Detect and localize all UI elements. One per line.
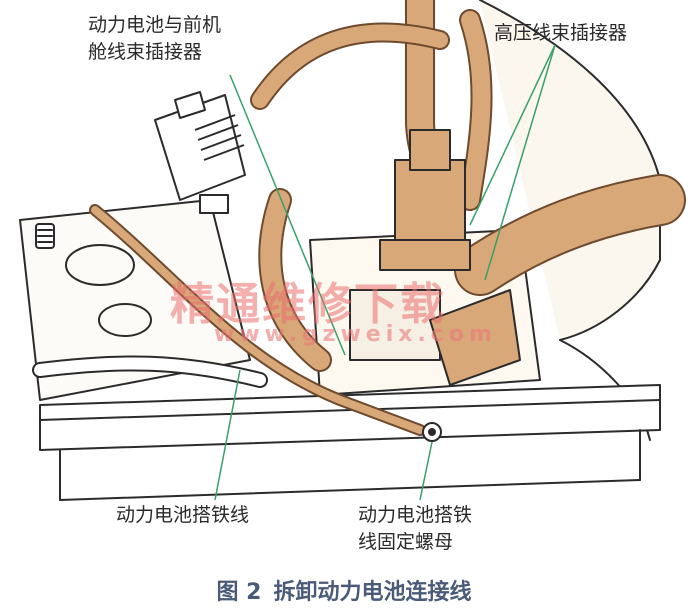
hv-harness-connector: [379, 129, 471, 271]
cabin-harness-connector: [154, 91, 246, 214]
figure-title: 拆卸动力电池连接线: [273, 580, 472, 605]
cable-upper-arc: [250, 22, 450, 110]
label-cabin-connector-line1: 动力电池与前机: [88, 14, 222, 36]
chassis-outline: [479, 0, 661, 341]
figure-caption: 图 2 拆卸动力电池连接线: [0, 574, 688, 606]
ground-nut: [422, 422, 442, 442]
label-cabin-connector: 动力电池与前机 舱线束插接器: [88, 12, 221, 66]
leader-ground-wire: [214, 369, 241, 501]
leader-hv-connector-2: [484, 44, 556, 281]
cable-right-large: [454, 174, 686, 296]
figure-number: 图 2: [216, 580, 262, 605]
plate-hole-lower: [98, 303, 152, 337]
frame-rail: [39, 384, 661, 451]
leader-ground-nut: [419, 441, 433, 501]
label-ground-nut-line2: 线固定螺母: [358, 531, 454, 553]
bracket-block: [349, 289, 441, 361]
plate-hole-upper: [65, 244, 135, 286]
leader-cabin-connector: [229, 74, 346, 356]
cable-center-loop: [459, 9, 493, 211]
label-cabin-connector-line2: 舱线束插接器: [88, 41, 203, 63]
label-ground-wire: 动力电池搭铁线: [116, 504, 250, 526]
ground-wire: [89, 204, 426, 436]
cable-left-down: [258, 188, 332, 372]
label-ground-nut-line1: 动力电池搭铁: [358, 504, 473, 526]
engine-bay-illustration: [19, 0, 686, 501]
leader-hv-connector-1: [469, 44, 556, 226]
watermark-url: www.gzweix.com: [214, 322, 497, 347]
label-hv-connector: 高压线束插接器: [494, 22, 628, 44]
watermark-text: 精通维修下载: [170, 279, 446, 330]
hv-bracket-clamp: [429, 289, 521, 386]
label-ground-nut: 动力电池搭铁 线固定螺母: [358, 502, 472, 556]
